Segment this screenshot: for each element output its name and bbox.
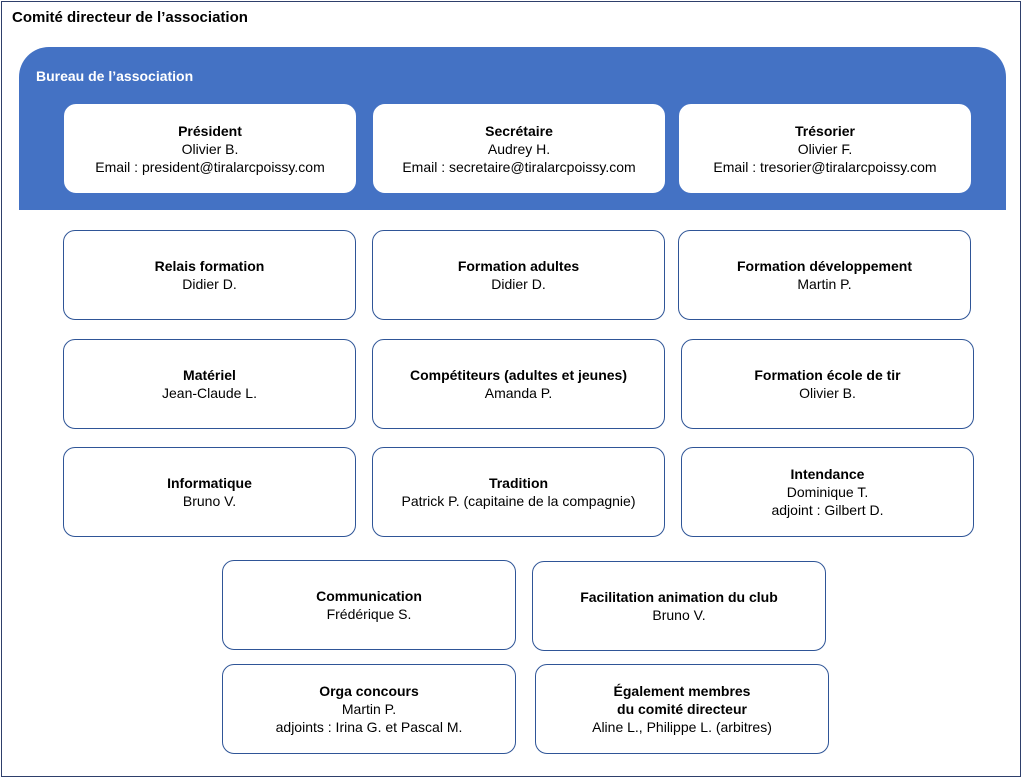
role-label: Formation école de tir bbox=[754, 367, 901, 383]
box-formation-adultes: Formation adultes Didier D. bbox=[372, 230, 665, 320]
person-name: Dominique T. bbox=[786, 484, 869, 500]
role-label: Trésorier bbox=[795, 122, 855, 139]
box-orga-concours: Orga concours Martin P. adjoints : Irina… bbox=[222, 664, 516, 754]
role-label: Formation développement bbox=[736, 258, 913, 274]
box-formation-ecole-de-tir: Formation école de tir Olivier B. bbox=[681, 339, 974, 429]
box-materiel: Matériel Jean-Claude L. bbox=[63, 339, 356, 429]
role-label: Intendance bbox=[790, 466, 865, 482]
person-name: Audrey H. bbox=[487, 140, 551, 157]
person-name: Olivier B. bbox=[799, 385, 856, 401]
person-name: Didier D. bbox=[491, 276, 546, 292]
box-tradition: Tradition Patrick P. (capitaine de la co… bbox=[372, 447, 665, 537]
person-name: Bruno V. bbox=[182, 493, 237, 509]
role-label: Également membres du comité directeur bbox=[613, 683, 751, 717]
box-secretaire: Secrétaire Audrey H. Email : secretaire@… bbox=[373, 104, 665, 193]
email-text: Email : president@tiralarcpoissy.com bbox=[95, 158, 325, 175]
box-president: Président Olivier B. Email : president@t… bbox=[64, 104, 356, 193]
role-label: Matériel bbox=[183, 367, 236, 383]
person-name: Martin P. bbox=[341, 701, 397, 717]
role-label: Président bbox=[178, 122, 242, 139]
person-name: Bruno V. bbox=[652, 607, 706, 623]
role-label: Tradition bbox=[488, 475, 549, 491]
page-title: Comité directeur de l’association bbox=[12, 9, 248, 26]
box-communication: Communication Frédérique S. bbox=[222, 560, 516, 650]
role-label: Facilitation animation du club bbox=[580, 589, 778, 605]
person-name: Olivier F. bbox=[797, 140, 853, 157]
box-competiteurs: Compétiteurs (adultes et jeunes) Amanda … bbox=[372, 339, 665, 429]
person-name: Didier D. bbox=[182, 276, 237, 292]
box-informatique: Informatique Bruno V. bbox=[63, 447, 356, 537]
deputy-text: adjoint : Gilbert D. bbox=[771, 502, 884, 518]
person-name: Amanda P. bbox=[484, 385, 553, 401]
box-formation-developpement: Formation développement Martin P. bbox=[678, 230, 971, 320]
box-intendance: Intendance Dominique T. adjoint : Gilber… bbox=[681, 447, 974, 537]
role-label: Relais formation bbox=[154, 258, 265, 274]
role-label: Formation adultes bbox=[457, 258, 580, 274]
role-label: Orga concours bbox=[319, 683, 419, 699]
role-label: Informatique bbox=[167, 475, 252, 491]
role-label: Compétiteurs (adultes et jeunes) bbox=[409, 367, 628, 383]
box-facilitation-animation: Facilitation animation du club Bruno V. bbox=[532, 561, 826, 651]
bureau-title: Bureau de l’association bbox=[36, 68, 194, 84]
person-name: Aline L., Philippe L. (arbitres) bbox=[592, 719, 772, 735]
role-label: Secrétaire bbox=[485, 122, 553, 139]
person-name: Frédérique S. bbox=[326, 606, 412, 622]
box-relais-formation: Relais formation Didier D. bbox=[63, 230, 356, 320]
person-name: Martin P. bbox=[797, 276, 852, 292]
person-name: Olivier B. bbox=[181, 140, 239, 157]
person-name: Jean-Claude L. bbox=[162, 385, 257, 401]
email-text: Email : secretaire@tiralarcpoissy.com bbox=[402, 158, 636, 175]
role-label: Communication bbox=[316, 588, 422, 604]
box-tresorier: Trésorier Olivier F. Email : tresorier@t… bbox=[679, 104, 971, 193]
bureau-group: Bureau de l’association Président Olivie… bbox=[19, 47, 1006, 210]
email-text: Email : tresorier@tiralarcpoissy.com bbox=[713, 158, 937, 175]
box-autres-membres: Également membres du comité directeur Al… bbox=[535, 664, 829, 754]
deputy-text: adjoints : Irina G. et Pascal M. bbox=[275, 719, 463, 735]
person-name: Patrick P. (capitaine de la compagnie) bbox=[401, 493, 636, 509]
